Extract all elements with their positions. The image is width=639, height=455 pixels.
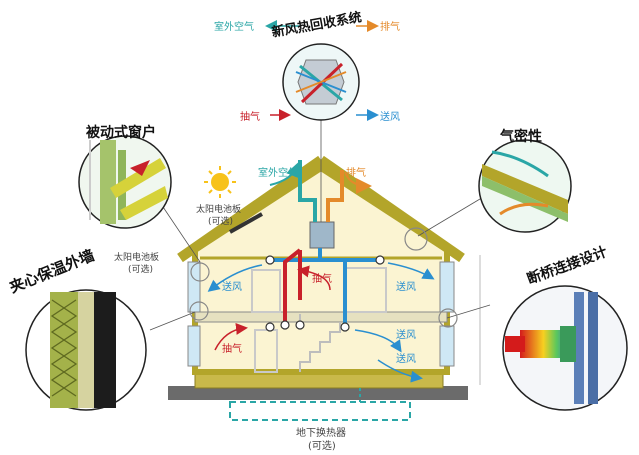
airflow-upper-right: [387, 262, 435, 280]
callout-window: [78, 135, 172, 229]
callout-insulation: [25, 289, 147, 411]
ground-slab: [168, 386, 468, 400]
airflow-upper-left: [207, 264, 263, 292]
window-lower-left: [187, 325, 201, 367]
airflow-upper-center: [297, 265, 331, 291]
airflow-lower-center: [354, 329, 402, 353]
duct-terminals: [265, 255, 385, 332]
window-upper-right: [439, 261, 455, 313]
window-lower-right: [439, 325, 455, 367]
duct-exhaust: [326, 170, 344, 222]
roof-right: [318, 155, 465, 263]
floor-slab: [194, 311, 448, 323]
airflow-lower-right: [377, 359, 423, 383]
hrv-unit: [309, 221, 335, 249]
window-upper-left: [187, 261, 201, 313]
duct-fresh-air: [298, 160, 317, 222]
sun-icon: [204, 166, 236, 198]
arrow-roof-exhaust: [344, 171, 372, 194]
joint-markers: [189, 227, 458, 328]
callout-thermal-bridge: [502, 285, 628, 411]
door-upper: [251, 269, 281, 313]
arrow-roof-fresh: [269, 161, 301, 186]
airflow-lower-left: [214, 322, 248, 351]
ground-heat-exchanger: [229, 401, 411, 421]
callout-airtight: [478, 139, 572, 233]
callout-hrv: [282, 43, 360, 121]
solar-panel-roof: [229, 212, 263, 234]
duct-extract: [283, 248, 302, 325]
door-lower: [254, 329, 278, 373]
